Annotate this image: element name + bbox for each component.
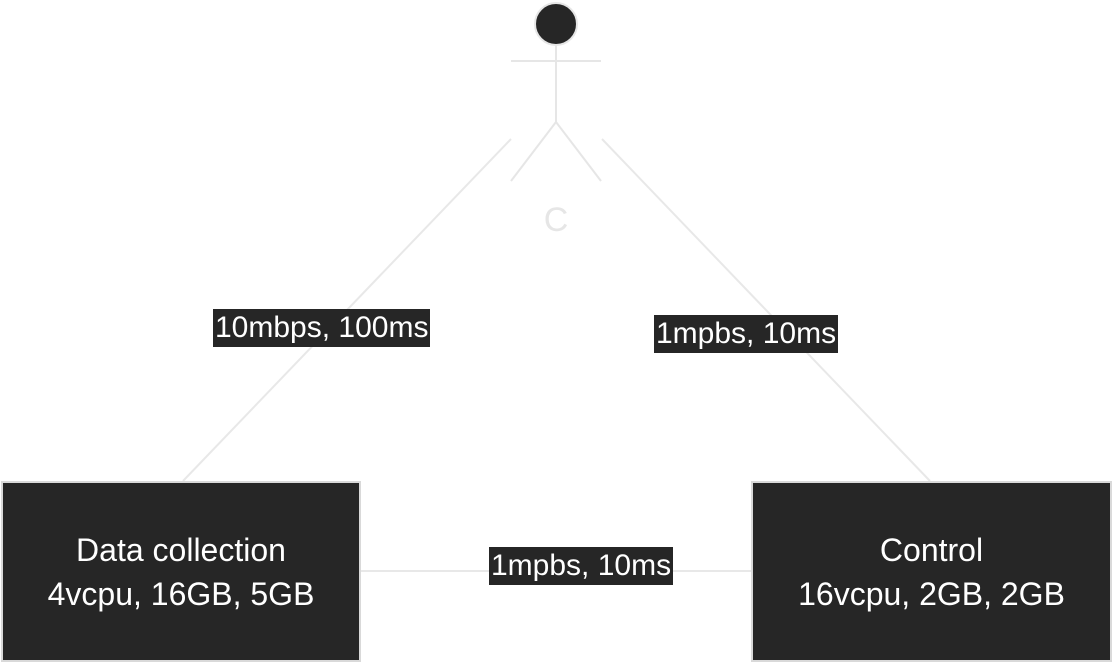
node-data-collection-specs: 4vcpu, 16GB, 5GB: [47, 575, 315, 612]
actor-right-leg: [555, 121, 602, 182]
actor-head: [534, 2, 578, 46]
link-actor-control[interactable]: [601, 138, 931, 482]
link-label-data-collection-control: 1mpbs, 10ms: [489, 547, 674, 585]
node-data-collection[interactable]: Data collection 4vcpu, 16GB, 5GB: [1, 481, 361, 662]
actor-label: C: [543, 201, 569, 239]
node-data-collection-title: Data collection: [76, 531, 286, 568]
actor-figure[interactable]: [510, 2, 602, 182]
link-label-actor-data-collection: 10mbps, 100ms: [213, 309, 431, 347]
node-control-specs: 16vcpu, 2GB, 2GB: [798, 575, 1065, 612]
node-control-title: Control: [879, 531, 984, 568]
link-label-actor-control: 1mpbs, 10ms: [654, 315, 839, 353]
node-control[interactable]: Control 16vcpu, 2GB, 2GB: [751, 481, 1112, 662]
actor-left-leg: [510, 121, 557, 182]
